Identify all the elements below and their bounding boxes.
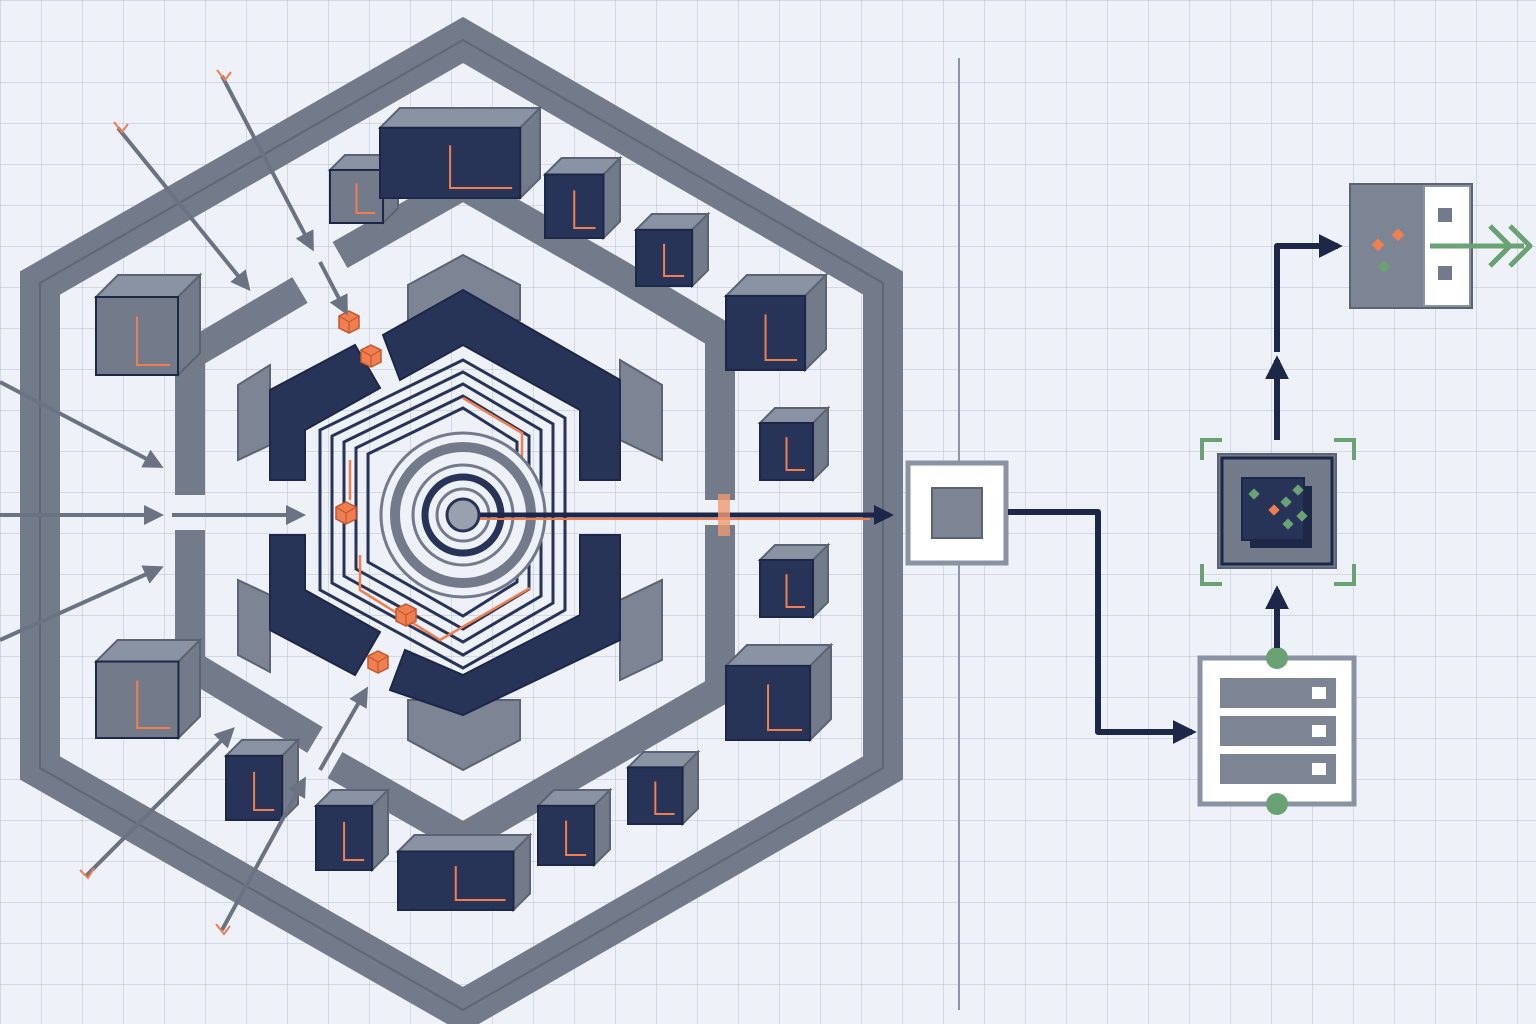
gateway-node[interactable]: [905, 460, 1009, 566]
isometric-cube-module-icon: [633, 211, 711, 289]
isometric-cube-module-icon: [395, 832, 533, 913]
inbound-arrow: [0, 565, 164, 642]
inner-slate-blocks: [237, 253, 663, 772]
isometric-cube-module-icon: [535, 787, 613, 868]
isometric-cube-module-icon: [542, 155, 623, 241]
isometric-cube-module-icon: [757, 542, 831, 620]
inbound-arrow: [116, 126, 251, 292]
inbound-arrow: [220, 75, 314, 252]
core-target: [379, 431, 547, 599]
outer-hexagon-ring: [20, 16, 903, 1024]
connector-gateway-storage: [1008, 509, 1197, 744]
isometric-cube-module-icon: [93, 272, 203, 378]
server-stack-icon[interactable]: [1197, 647, 1357, 815]
inner-navy-hexagon: [269, 288, 621, 717]
isometric-cube-module-icon: [723, 642, 834, 743]
orange-data-packets: [335, 310, 417, 674]
chip-processor-icon[interactable]: [1200, 438, 1356, 586]
maze-core: [318, 358, 567, 670]
storage-bottom-port: [1266, 793, 1288, 815]
orange-data-packet-icon: [338, 310, 360, 334]
isometric-cube-module-icon: [377, 105, 543, 201]
storage-top-port: [1266, 647, 1288, 669]
inbound-arrow: [220, 776, 306, 931]
double-chevron-right-icon: [1430, 224, 1533, 268]
isometric-cube-module-icon: [757, 405, 831, 483]
arrow-tail-notches: [79, 69, 232, 936]
orange-data-packet-icon: [360, 344, 382, 368]
inbound-arrow: [318, 686, 368, 771]
isometric-cube-module-icon: [313, 787, 391, 873]
inbound-arrow: [84, 727, 235, 878]
core-output-arrow: [480, 494, 894, 536]
inbound-arrows: [0, 75, 368, 931]
orange-data-packet-icon: [395, 603, 417, 627]
isometric-cube-module-icon: [723, 272, 829, 373]
orange-data-packet-icon: [335, 501, 357, 525]
inbound-arrow: [318, 261, 348, 316]
inbound-arrow: [0, 380, 164, 468]
connector-processor-output: [1265, 234, 1343, 440]
isometric-cube-module-icon: [93, 637, 203, 741]
cube-modules: [93, 105, 834, 913]
orange-data-packet-icon: [367, 650, 389, 674]
isometric-cube-module-icon: [625, 749, 701, 827]
isometric-cube-module-icon: [223, 737, 301, 823]
